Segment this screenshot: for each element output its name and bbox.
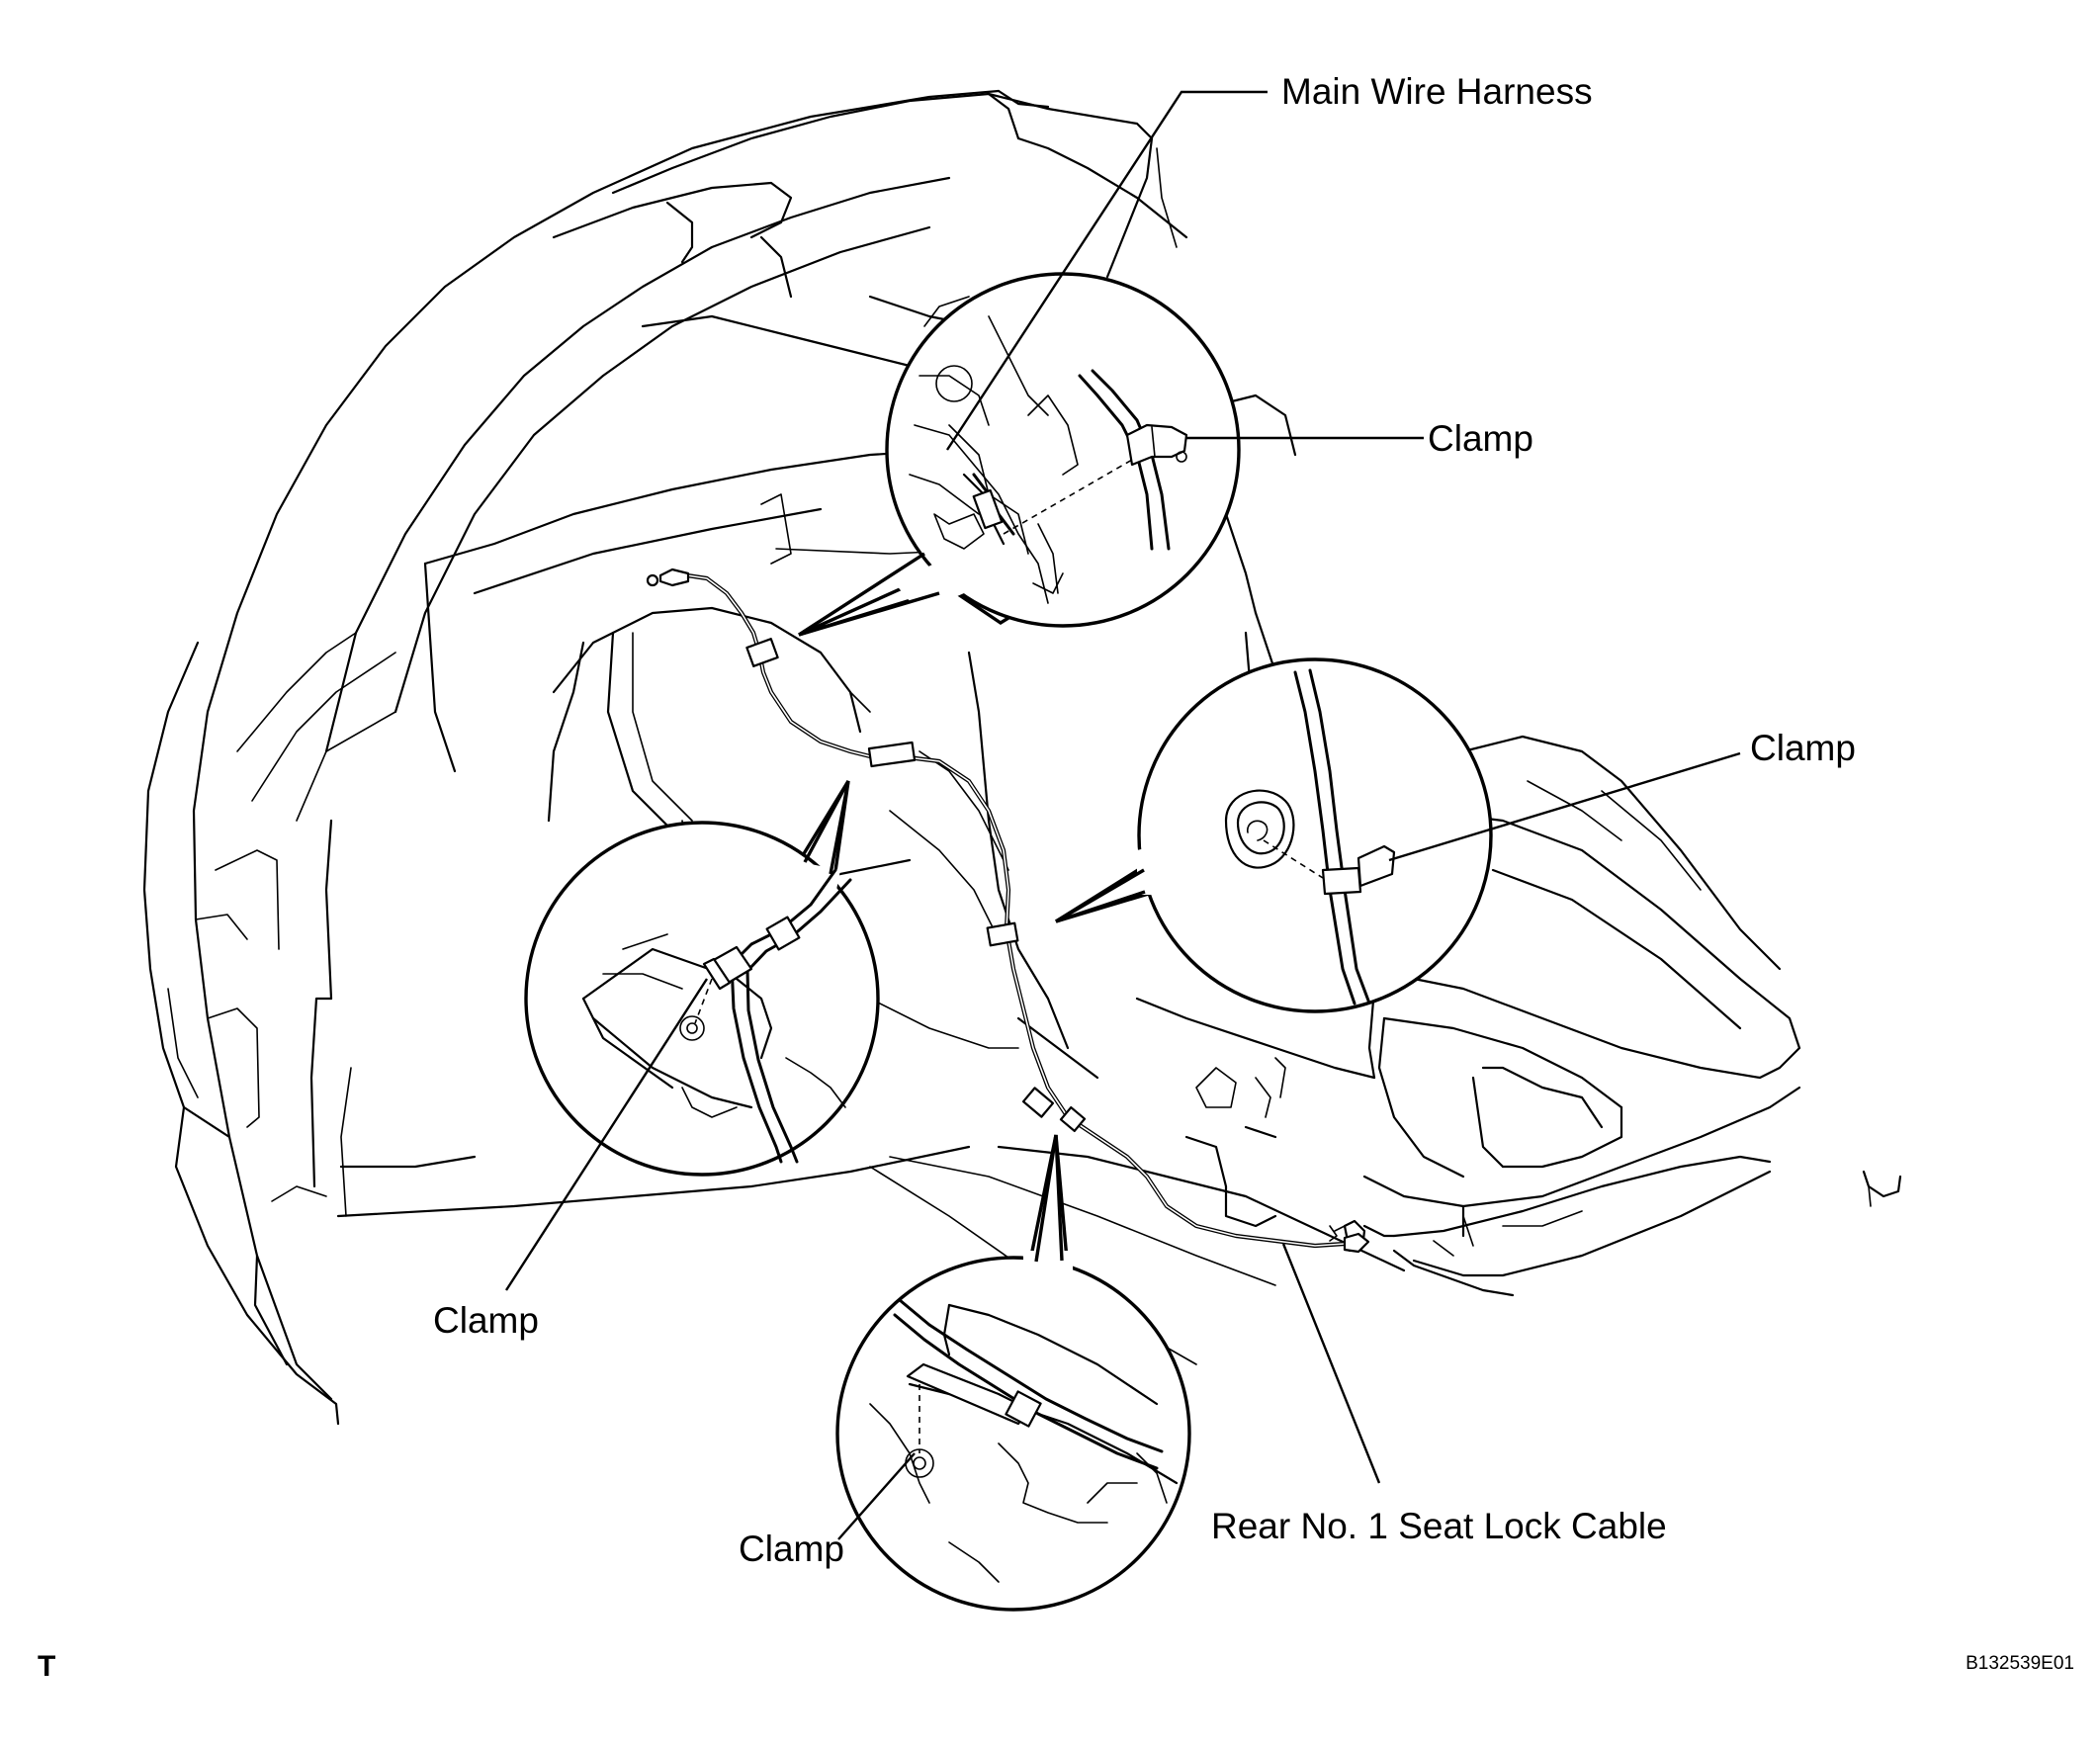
clamp-label-right: Clamp [1750,728,1856,768]
detail-bubble-bottom [835,1134,1191,1612]
figure-code: B132539E01 [1966,1653,2074,1674]
seat-lock-cable-label: Rear No. 1 Seat Lock Cable [1211,1506,1667,1546]
seat-lock-cable [646,568,1370,1254]
clamp-label-left: Clamp [433,1300,539,1341]
main-wire-harness-label: Main Wire Harness [1281,71,1593,112]
detail-bubble-right [1055,657,1493,1013]
clamp-label-bottom: Clamp [739,1529,844,1569]
detail-bubble-upper [798,272,1241,637]
detail-bubble-left [524,780,880,1177]
rear-seat-lines [1135,611,1902,1297]
leader-lines [504,90,1741,1540]
view-letter: T [38,1650,56,1683]
clamp-label-upper: Clamp [1428,418,1533,459]
